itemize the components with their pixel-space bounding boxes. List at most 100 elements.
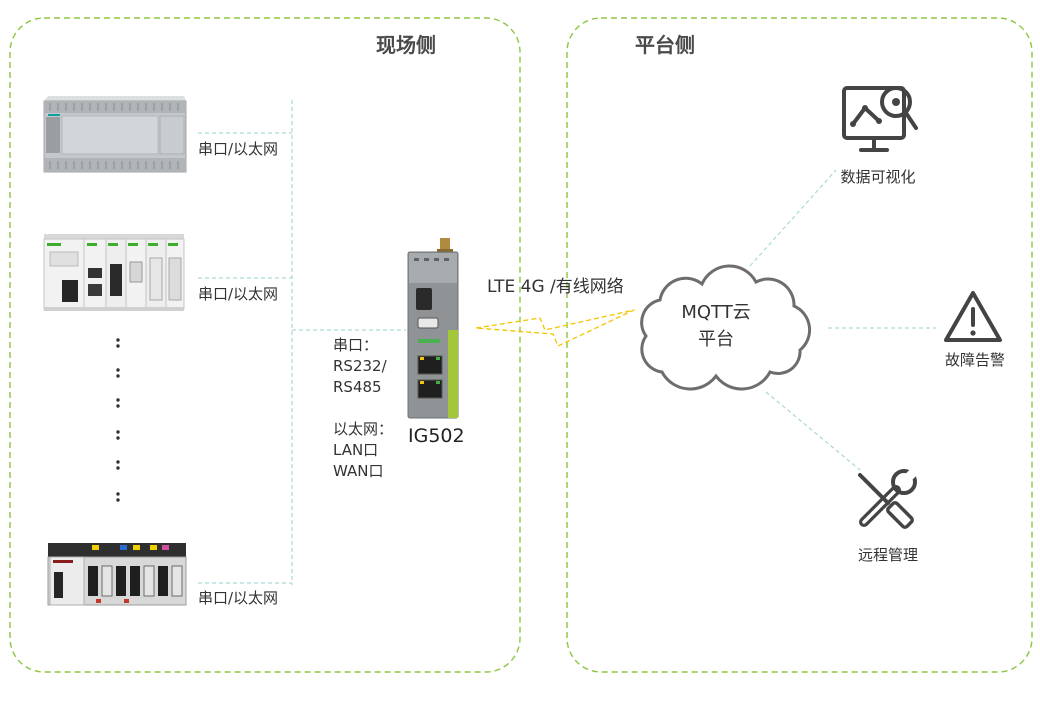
plc-io-connector (129, 261, 143, 283)
plc-io-connector (149, 257, 163, 301)
connector-lines (198, 100, 936, 585)
magnifier-center (892, 98, 900, 106)
cloud-to-remote-management-link (765, 391, 861, 471)
ig502-router-icon (407, 238, 459, 419)
plc-brand-tab (47, 243, 61, 246)
platform-zone-border (566, 17, 1033, 673)
router-antenna-base (437, 249, 453, 253)
serial-port-rs485: RS485 (333, 378, 382, 396)
router-status-led (414, 258, 419, 261)
cloud-label-line-2: 平台 (698, 329, 734, 350)
field-zone-border (9, 17, 521, 673)
ethernet-interface-title: 以太网： (333, 420, 394, 438)
plc-power-connector (62, 280, 78, 302)
plc-io-connector (168, 257, 182, 301)
platform-zone-title: 平台侧 (635, 33, 695, 57)
plc-bottom-terminal-strip (44, 158, 186, 172)
plc-power-label (53, 560, 73, 563)
plc-module-terminal (143, 565, 155, 597)
ethernet-port-wan: WAN口 (333, 462, 384, 480)
plc-status-leds (46, 117, 60, 153)
device-3-connection-label: 串口/以太网 (198, 589, 279, 607)
router-usb-port (417, 317, 439, 329)
plc-color-tab-yellow (92, 545, 99, 550)
plc-signal-board (159, 115, 185, 155)
plc-red-tab (96, 599, 101, 603)
warning-triangle (944, 291, 1002, 342)
gateway-name: IG502 (408, 425, 465, 447)
remote-management-label: 远程管理 (857, 546, 919, 564)
router-ethernet-port-lan (417, 355, 443, 375)
chart-point (862, 105, 868, 111)
plc-red-tab (124, 599, 129, 603)
warning-exclamation-dot (970, 330, 976, 336)
chart-point (876, 118, 882, 124)
plc-color-tab-yellow (150, 545, 157, 550)
plc-module-terminal (130, 566, 140, 596)
plc-bottom-terminals (49, 161, 179, 169)
field-zone-title: 现场侧 (376, 33, 436, 57)
router-sim-slot (416, 288, 432, 310)
plc-cpu-port (88, 284, 102, 296)
visualization-label: 数据可视化 (840, 168, 916, 186)
plc-brand-mark (48, 114, 60, 116)
router-port-led-green (436, 381, 440, 384)
magnifier-lens (880, 86, 912, 118)
router-port-led-green (436, 357, 440, 360)
cloud-to-visualization-link (749, 169, 837, 267)
router-top-cap (409, 253, 457, 283)
serial-interface-group: 串口： RS232/ RS485 (333, 335, 393, 398)
router-status-led (424, 258, 429, 261)
router-port-led-yellow (420, 357, 424, 360)
plc-top-terminal-strip (44, 101, 186, 113)
plc-module-terminal (88, 566, 98, 596)
tools-icon (858, 467, 919, 529)
plc-top-face (44, 96, 186, 101)
plc-top-rail (44, 234, 184, 239)
gateway-interfaces: 串口： RS232/ RS485 以太网： LAN口 WAN口 (333, 335, 393, 482)
plc-brand-tab (168, 243, 178, 246)
wrench-jaw-opening (902, 467, 919, 484)
plc-module-terminal (171, 565, 183, 597)
monitor-frame (842, 86, 906, 140)
router-status-led (434, 258, 439, 261)
device-1-connection-label: 串口/以太网 (198, 140, 279, 158)
chart-point (850, 121, 856, 127)
plc-brand-tab (87, 243, 97, 246)
screwdriver-shaft (858, 473, 890, 505)
plc-color-tab-blue (120, 545, 127, 550)
plc-io-connector (110, 264, 122, 296)
plc-brand-tab (128, 243, 138, 246)
cloud-icon (640, 264, 812, 391)
ethernet-interface-group: 以太网： LAN口 WAN口 (333, 419, 393, 482)
router-brand-mark (418, 339, 440, 343)
router-status-led (444, 258, 449, 261)
plc-display (49, 251, 79, 267)
router-ethernet-port-wan (417, 379, 443, 399)
device-2-connection-label: 串口/以太网 (198, 285, 279, 303)
alarm-label: 故障告警 (944, 351, 1006, 369)
magnifier-handle (904, 111, 918, 130)
router-green-rail (448, 330, 458, 418)
plc-top-terminals (49, 103, 179, 111)
plc-module-terminal (158, 566, 168, 596)
plc-color-tab-yellow (133, 545, 140, 550)
plc-cpu-port (88, 268, 102, 278)
plc-brand-tab (108, 243, 118, 246)
screwdriver-handle (886, 501, 914, 529)
plc-bottom-rail (44, 307, 184, 311)
warning-icon (944, 291, 1002, 342)
router-antenna-connector (440, 238, 450, 250)
monitor-chart-icon (842, 86, 918, 152)
schneider-plc-icon (43, 234, 185, 311)
plc-front-cover (61, 115, 159, 155)
lightning-bolt-icon (475, 309, 635, 347)
uplink-label: LTE 4G /有线网络 (487, 277, 624, 297)
serial-port-rs232: RS232/ (333, 357, 387, 375)
plc-color-tab-magenta (162, 545, 169, 550)
wrench-shaft-fill (862, 488, 898, 524)
router-port-led-yellow (420, 381, 424, 384)
plc-power-switch (54, 572, 63, 598)
